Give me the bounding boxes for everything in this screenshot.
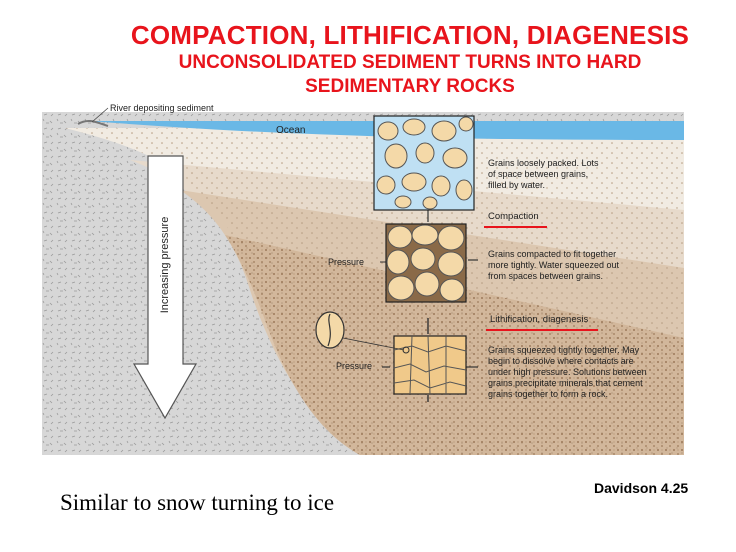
stage2-line: from spaces between grains. [488,271,603,281]
stage2-line: more tightly. Water squeezed out [488,260,620,270]
stage3-line: begin to dissolve where contacts are [488,356,634,366]
pressure-label-2: Pressure [336,361,372,371]
stage3-line: grains together to form a rock. [488,389,608,399]
pressure-label-1: Pressure [328,257,364,267]
river-label-leader [91,107,109,123]
title-line-2: UNCONSOLIDATED SEDIMENT TURNS INTO HARD [178,52,642,73]
stage3-line: under high pressure. Solutions between [488,367,647,377]
title-line-1: COMPACTION, LITHIFICATION, DIAGENESIS [130,20,690,50]
stage1-line: filled by water. [488,180,545,190]
lithification-heading: Lithification, diagenesis [490,314,588,325]
title-line-3: SEDIMENTARY ROCKS [305,76,515,97]
ocean-label: Ocean [276,125,305,136]
slide-caption: Similar to snow turning to ice [60,490,335,515]
loose-grains-box [373,115,475,211]
stage1-line: Grains loosely packed. Lots [488,158,599,168]
stage2-line: Grains compacted to fit together [488,249,616,259]
stage3-line: Grains squeezed tightly together. May [488,345,640,355]
stage3-line: grains precipitate minerals that cement [488,378,643,388]
increasing-pressure-arrow [132,155,198,420]
stage3-description: Grains squeezed tightly together. May be… [488,345,647,399]
source-credit: Davidson 4.25 [594,480,689,496]
cemented-grains-box [393,335,467,395]
compacted-grains-box [385,223,467,303]
stage1-line: of space between grains, [488,169,588,179]
stage2-description: Grains compacted to fit together more ti… [488,249,620,281]
river-label: River depositing sediment [110,103,214,113]
stage1-description: Grains loosely packed. Lots of space bet… [488,158,599,190]
arrow-label: Increasing pressure [159,217,171,314]
compaction-heading: Compaction [488,211,539,222]
grain-contact-magnifier [315,311,410,354]
